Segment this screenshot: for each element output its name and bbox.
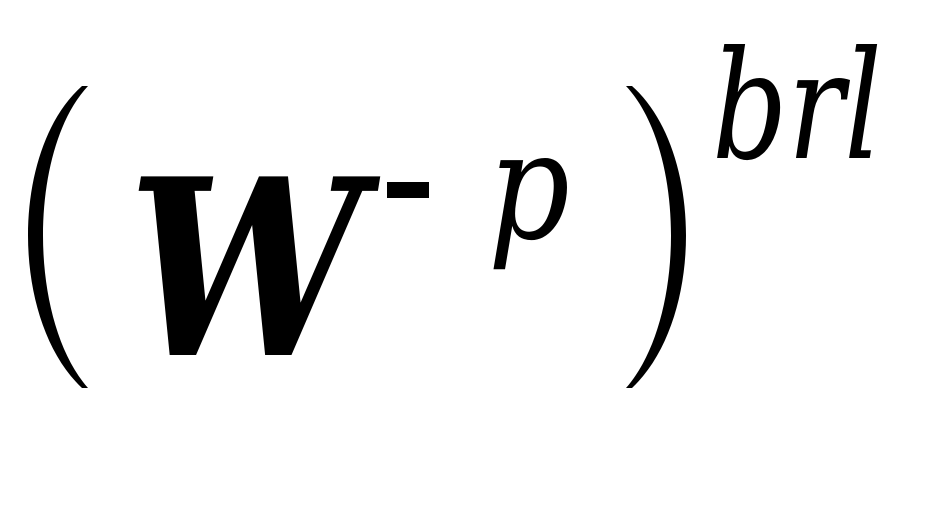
outer-exponent: brl [712, 20, 882, 194]
right-parenthesis [626, 86, 686, 388]
inner-exponent: p [488, 100, 570, 274]
left-parenthesis [28, 86, 88, 388]
formula-base: W [128, 125, 381, 413]
minus-sign [387, 182, 429, 198]
